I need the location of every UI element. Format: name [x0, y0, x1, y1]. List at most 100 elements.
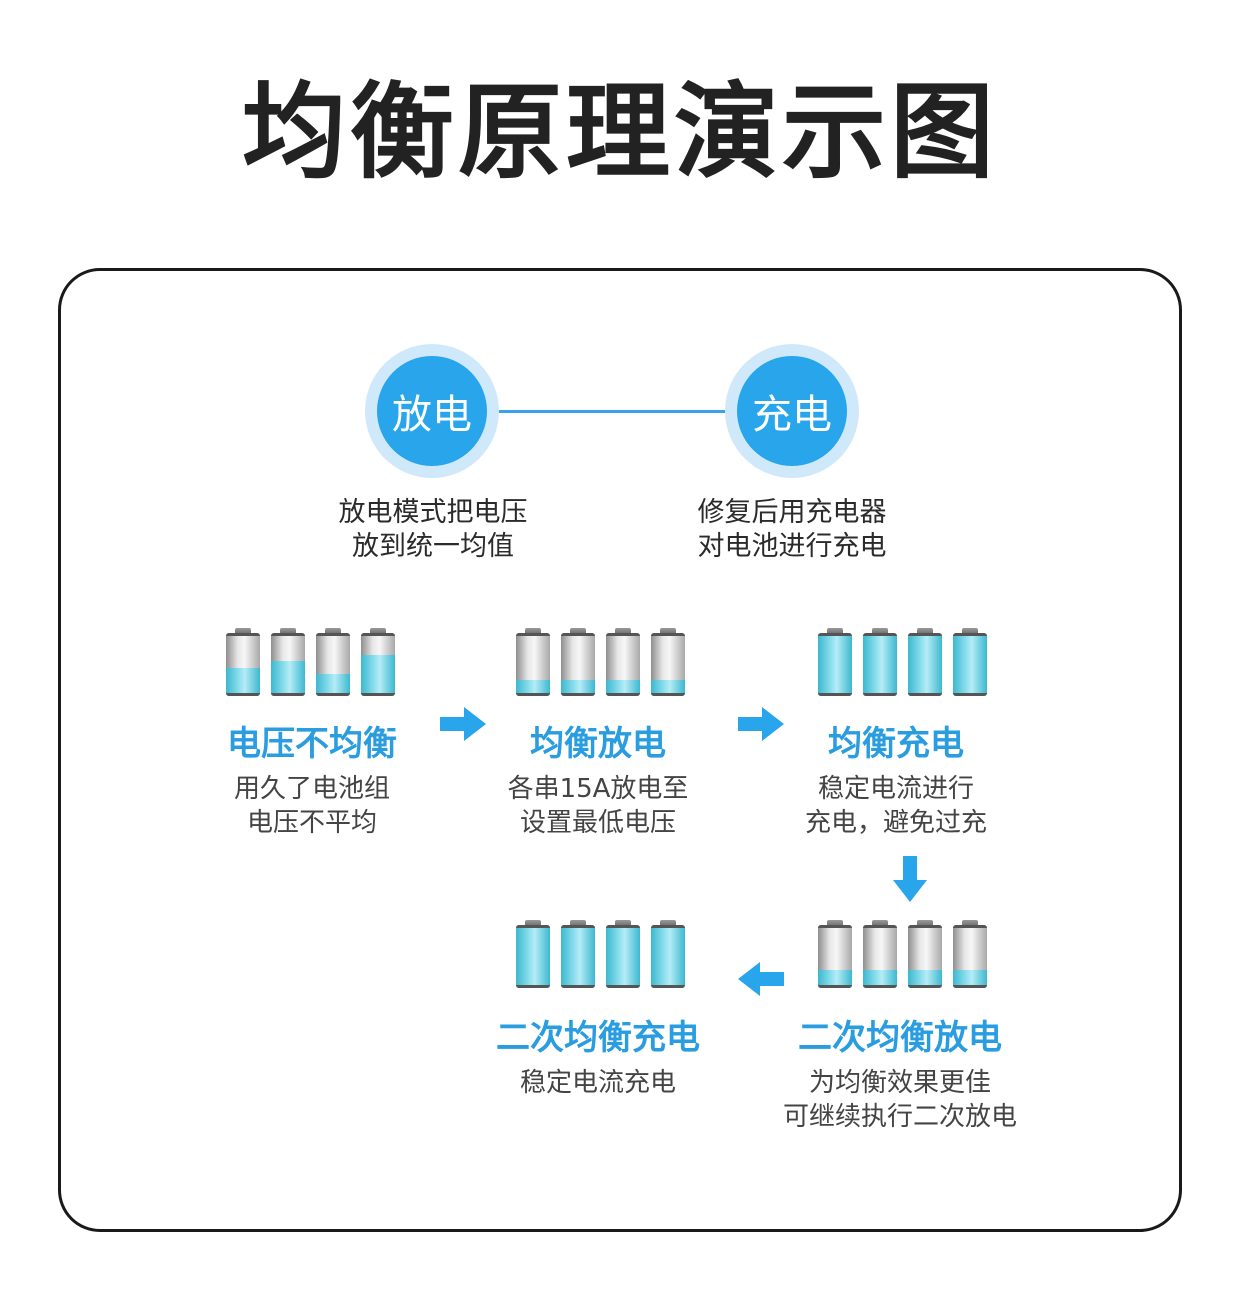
desc-line: 稳定电流进行	[817, 774, 974, 804]
battery-body	[651, 633, 685, 696]
battery-terminal	[525, 920, 541, 926]
battery-band	[606, 633, 640, 636]
battery-charge-fill	[863, 970, 897, 988]
battery-body	[226, 633, 260, 696]
discharge-mode-caption: 放电模式把电压 放到统一均值	[283, 496, 583, 564]
battery-icon	[908, 628, 942, 696]
battery-terminal	[962, 628, 978, 634]
step-title: 电压不均衡	[227, 724, 397, 764]
battery-charge-fill	[651, 928, 685, 988]
battery-body	[953, 925, 987, 988]
battery-icon	[953, 920, 987, 988]
battery-terminal	[872, 920, 888, 926]
battery-icon	[606, 628, 640, 696]
charge-mode-circle: 充电	[725, 344, 859, 478]
desc-line: 电压不平均	[246, 808, 377, 838]
battery-terminal	[962, 920, 978, 926]
page-title: 均衡原理演示图	[241, 71, 998, 193]
battery-charge-fill	[908, 636, 942, 696]
battery-band	[651, 693, 685, 696]
battery-icon	[561, 628, 595, 696]
battery-terminal	[615, 628, 631, 634]
step-title: 均衡放电	[530, 724, 666, 764]
battery-charge-fill	[818, 970, 852, 988]
battery-band	[818, 925, 852, 928]
battery-body	[271, 633, 305, 696]
step-desc: 各串15A放电至 设置最低电压	[468, 772, 728, 840]
battery-body	[863, 633, 897, 696]
battery-charge-fill	[516, 680, 550, 696]
battery-band	[226, 693, 260, 696]
battery-band	[908, 925, 942, 928]
step-desc: 稳定电流进行 充电，避免过充	[766, 772, 1026, 840]
battery-terminal	[570, 920, 586, 926]
battery-icon	[818, 628, 852, 696]
battery-charge-fill	[606, 680, 640, 696]
battery-band	[561, 985, 595, 988]
battery-terminal	[325, 628, 341, 634]
arrow-right-icon	[440, 707, 486, 741]
desc-line: 用久了电池组	[233, 774, 390, 804]
desc-line: 为均衡效果更佳	[808, 1068, 991, 1098]
battery-band	[361, 633, 395, 636]
battery-terminal	[280, 628, 296, 634]
battery-charge-fill	[226, 667, 260, 696]
battery-terminal	[660, 920, 676, 926]
battery-icon	[651, 920, 685, 988]
arrow-left-icon	[738, 962, 784, 996]
battery-band	[226, 633, 260, 636]
battery-band	[516, 693, 550, 696]
battery-band	[561, 925, 595, 928]
battery-body	[561, 925, 595, 988]
battery-band	[271, 633, 305, 636]
step-desc: 用久了电池组 电压不平均	[192, 772, 432, 840]
battery-icon	[226, 628, 260, 696]
battery-terminal	[827, 628, 843, 634]
charge-mode-label: 充电	[737, 356, 847, 466]
battery-charge-fill	[953, 636, 987, 696]
caption-line: 放电模式把电压	[338, 497, 528, 528]
caption-line: 修复后用充电器	[697, 497, 887, 528]
battery-band	[953, 633, 987, 636]
battery-charge-fill	[516, 928, 550, 988]
battery-icon	[863, 920, 897, 988]
battery-terminal	[660, 628, 676, 634]
arrow-right-icon	[738, 707, 784, 741]
battery-body	[908, 633, 942, 696]
battery-charge-fill	[651, 680, 685, 696]
battery-charge-fill	[561, 680, 595, 696]
step-title: 二次均衡充电	[496, 1018, 700, 1058]
battery-band	[651, 925, 685, 928]
battery-icon	[953, 628, 987, 696]
battery-terminal	[570, 628, 586, 634]
battery-body	[516, 633, 550, 696]
battery-icon	[863, 628, 897, 696]
battery-group-second-charge	[516, 920, 685, 988]
battery-band	[863, 925, 897, 928]
battery-charge-fill	[561, 928, 595, 988]
battery-band	[818, 633, 852, 636]
desc-line: 稳定电流充电	[519, 1068, 676, 1098]
battery-body	[863, 925, 897, 988]
battery-terminal	[872, 628, 888, 634]
battery-body	[561, 633, 595, 696]
battery-band	[651, 633, 685, 636]
battery-terminal	[917, 628, 933, 634]
battery-band	[908, 985, 942, 988]
battery-body	[361, 633, 395, 696]
battery-body	[908, 925, 942, 988]
battery-charge-fill	[863, 636, 897, 696]
battery-icon	[516, 920, 550, 988]
desc-line: 充电，避免过充	[804, 808, 987, 838]
battery-body	[606, 925, 640, 988]
desc-line: 设置最低电压	[519, 808, 676, 838]
battery-band	[316, 693, 350, 696]
battery-charge-fill	[908, 970, 942, 988]
battery-terminal	[917, 920, 933, 926]
mode-connector-line	[432, 410, 792, 413]
battery-body	[316, 633, 350, 696]
battery-band	[908, 633, 942, 636]
battery-terminal	[525, 628, 541, 634]
battery-band	[561, 693, 595, 696]
battery-charge-fill	[316, 673, 350, 696]
